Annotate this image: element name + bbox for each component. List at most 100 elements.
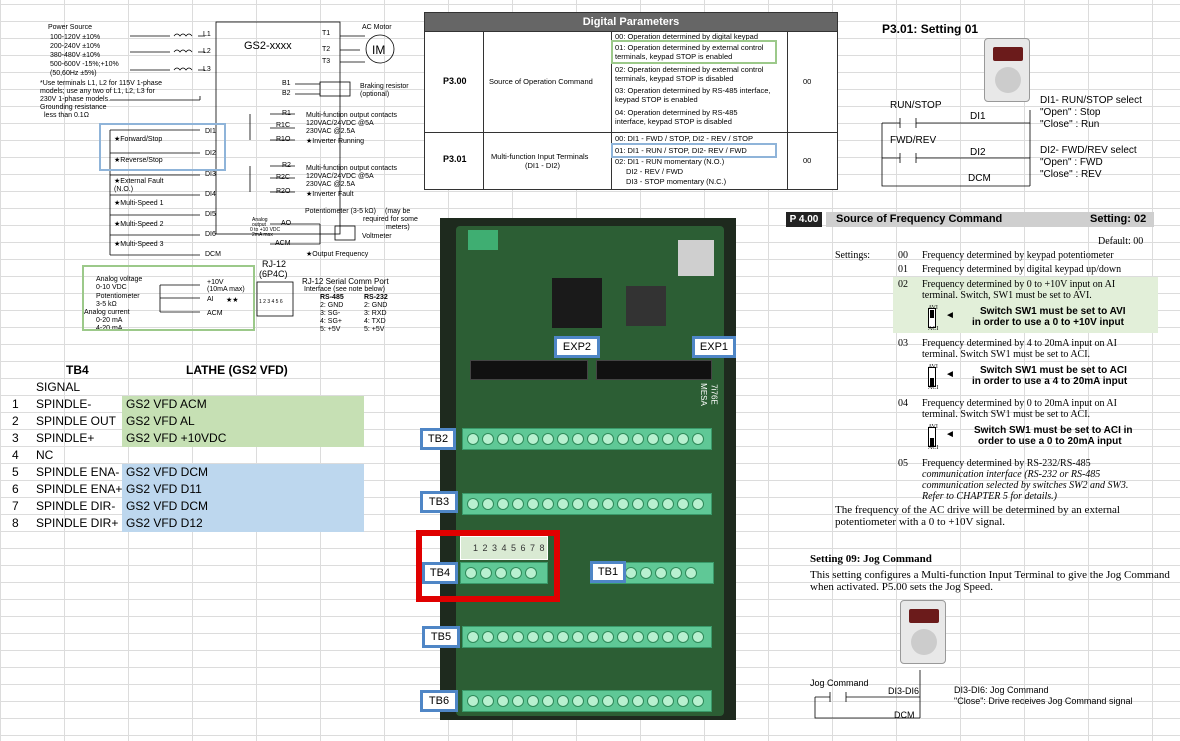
fwdrev-label: FWD/REV (890, 135, 937, 146)
output-freq-label: ★Output Frequency (306, 251, 369, 258)
di1-label: DI1 (970, 111, 986, 122)
tb6-terminal (462, 690, 712, 712)
screw-terminal (632, 695, 644, 707)
relay1-text: 120VAC/24VDC @5A (306, 120, 374, 127)
screw-terminal (677, 498, 689, 510)
setting-04-code: 04 (898, 398, 908, 409)
exp2-header (470, 360, 588, 380)
setting-03-text: Frequency determined by 4 to 20mA input … (922, 338, 1117, 349)
board-model: 7i76E (709, 384, 719, 405)
forward-reverse-highlight (99, 123, 226, 171)
signal-cell: SPINDLE- (36, 397, 92, 411)
jog-dcm-label: DCM (894, 710, 915, 720)
screw-terminal (482, 631, 494, 643)
screw-terminal (527, 433, 539, 445)
setting-05-text: communication selected by switches SW2 a… (922, 480, 1129, 491)
p400-code: P 4.00 (786, 212, 822, 227)
screw-terminal (572, 695, 584, 707)
screw-terminal (692, 631, 704, 643)
row-number: 2 (12, 414, 19, 428)
screw-terminal (625, 567, 637, 579)
signal-cell: NC (36, 448, 54, 462)
rj12-serial-label: RJ-12 Serial Comm Port (302, 277, 389, 286)
setting-00-code: 00 (898, 250, 908, 261)
di-label-no: (N.O.) (114, 186, 134, 193)
screw-terminal (662, 433, 674, 445)
screw-terminal (497, 695, 509, 707)
p301-opt: 01: DI1 - RUN / STOP, DI2- REV / FWD (615, 146, 747, 155)
analog-out-label: 0 to +10 VDC (250, 227, 281, 233)
rj12-type: (6P4C) (259, 269, 288, 279)
setting-03-switch-note: Switch SW1 must be set to ACI (980, 365, 1127, 376)
jog-title: Setting 09: Jog Command (810, 553, 932, 565)
analog-in-label: Analog current (84, 309, 130, 316)
row-number: 1 (12, 397, 19, 411)
dcm-label: DCM (968, 173, 991, 184)
screw-terminal (602, 695, 614, 707)
term-t1: T1 (322, 30, 331, 37)
p300-opt: 00: Operation determined by digital keyp… (615, 32, 759, 41)
p300-opt: keypad STOP is enabled (615, 95, 698, 104)
label-tb2: TB2 (420, 428, 456, 450)
table-row: SIGNAL (0, 379, 420, 396)
signal-cell: SPINDLE+ (36, 431, 95, 445)
setting-02-highlight (893, 277, 1158, 333)
relay2-text: Multi-function output contacts (306, 165, 398, 172)
vfd-cell: GS2 VFD AL (122, 413, 364, 430)
vfd-cell: GS2 VFD ACM (122, 396, 364, 413)
screw-terminal (572, 631, 584, 643)
vfd-cell: GS2 VFD DCM (122, 498, 364, 515)
setting-00-text: Frequency determined by keypad potentiom… (922, 250, 1114, 261)
setting-04-text: Frequency determined by 0 to 20mA input … (922, 398, 1117, 409)
analog-out-label: 2mA max (252, 232, 273, 238)
screw-terminal (602, 498, 614, 510)
row-number: 4 (12, 448, 19, 462)
screw-terminal (572, 433, 584, 445)
tb4-terminal (460, 562, 548, 584)
chip (626, 286, 666, 326)
ps-line: *Use terminals L1, L2 for 115V 1-phase (40, 80, 163, 87)
term-r1o: R1O (276, 136, 291, 143)
params-title: Digital Parameters (425, 13, 837, 31)
term-acm-in: ACM (207, 310, 223, 317)
row-number: 5 (12, 465, 19, 479)
screw-terminal (587, 498, 599, 510)
screw-terminal (497, 631, 509, 643)
aci-label: ACI (928, 385, 939, 391)
screw-terminal (662, 498, 674, 510)
setting-01-text: Frequency determined by digital keypad u… (922, 264, 1122, 275)
di2-description: DI2- FWD/REV select "Open" : FWD "Close"… (1040, 145, 1137, 180)
p301-opt: DI3 - STOP momentary (N.C.) (626, 177, 727, 186)
setting-05-text: Refer to CHAPTER 5 for details.) (922, 491, 1057, 502)
jog-text: when activated. P5.00 sets the Jog Speed… (810, 581, 993, 593)
ps-line: 380-480V ±10% (50, 52, 101, 59)
pot-note: (may be (385, 208, 411, 215)
screw-terminal (632, 433, 644, 445)
braking-label: Braking resistor (360, 83, 409, 90)
screw-terminal (685, 567, 697, 579)
di-label-ms2: ★Multi-Speed 2 (114, 221, 164, 228)
pot-note: required for some (363, 216, 418, 223)
fpga-chip (552, 278, 602, 328)
term-l2: L2 (203, 48, 211, 55)
term-10v: +10V (207, 279, 224, 286)
p400-footer: The frequency of the AC drive will be de… (835, 504, 1120, 516)
screw-terminal (557, 498, 569, 510)
term-l1: L1 (203, 31, 211, 38)
header-tb4: TB4 (66, 363, 89, 377)
screw-terminal (482, 695, 494, 707)
vfd-cell: GS2 VFD DCM (122, 464, 364, 481)
arrow-icon: ◄ (945, 369, 955, 380)
tb2-terminal (462, 428, 712, 450)
screw-terminal (692, 433, 704, 445)
ai-stars: ★★ (226, 297, 239, 304)
term-10v-note: (10mA max) (207, 286, 245, 293)
tb5-terminal (462, 626, 712, 648)
signal-cell: SPINDLE DIR+ (36, 516, 119, 530)
tb3-terminal (462, 493, 712, 515)
